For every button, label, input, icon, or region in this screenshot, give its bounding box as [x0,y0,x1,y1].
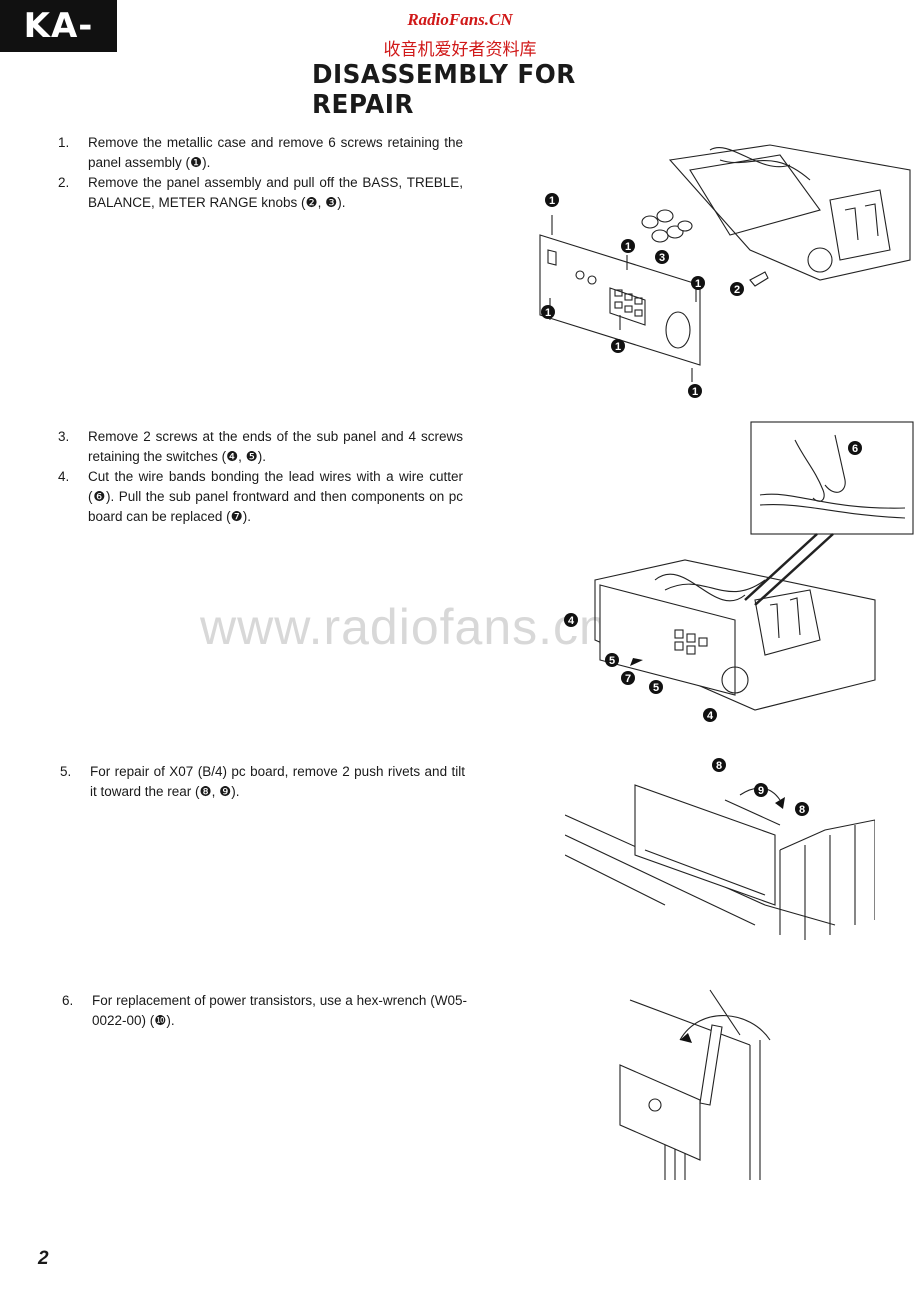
step-text: Cut the wire bands bonding the lead wire… [88,469,463,524]
step-number: 5. [60,764,72,779]
step-3: 3. Remove 2 screws at the ends of the su… [58,427,463,467]
step-text: Remove 2 screws at the ends of the sub p… [88,429,463,464]
page-title: DISASSEMBLY FOR REPAIR [312,60,576,120]
step-text: For repair of X07 (B/4) pc board, remove… [90,764,465,799]
callout-9: 9 [754,783,768,797]
svg-text:2: 2 [734,284,740,296]
callout-6: 6 [848,441,862,455]
step-number: 2. [58,175,70,190]
callout-1: 1 [545,193,559,207]
svg-text:4: 4 [707,710,714,722]
figure-hex-wrench [619,989,771,1180]
watermark-cn: 收音机爱好者资料库 [383,40,537,60]
callout-5: 5 [605,653,619,667]
callout-8: 8 [712,758,726,772]
figure-pc-board: 8 9 8 [565,758,875,940]
svg-text:8: 8 [799,804,805,816]
step-number: 4. [58,469,70,484]
callout-1: 1 [611,339,625,353]
callout-2: 2 [730,282,744,296]
svg-text:1: 1 [615,341,621,353]
svg-text:1: 1 [545,307,551,319]
callout-7: 7 [621,671,635,685]
callout-4: 4 [564,613,578,627]
svg-text:1: 1 [625,241,631,253]
svg-text:1: 1 [695,278,701,290]
callout-1: 1 [691,276,705,290]
callout-8: 8 [795,802,809,816]
callout-3: 3 [655,250,669,264]
step-5: 5. For repair of X07 (B/4) pc board, rem… [60,762,465,802]
page-number: 2 [38,1248,49,1269]
step-6: 6. For replacement of power transistors,… [62,991,467,1031]
step-4: 4. Cut the wire bands bonding the lead w… [58,467,463,527]
step-text: For replacement of power transistors, us… [92,993,467,1028]
figure-sub-panel: 6 4 5 7 5 4 [564,421,914,722]
callout-5: 5 [649,680,663,694]
knobs [641,209,693,243]
front-panel [539,234,701,366]
step-number: 1. [58,135,70,150]
svg-text:6: 6 [852,443,858,455]
svg-text:5: 5 [609,655,615,667]
svg-text:7: 7 [625,673,631,685]
step-number: 6. [62,993,74,1008]
step-number: 3. [58,429,70,444]
step-text: Remove the metallic case and remove 6 sc… [88,135,463,170]
callout-1: 1 [621,239,635,253]
svg-text:1: 1 [549,195,555,207]
svg-text:5: 5 [653,682,659,694]
model-tag: KA-94 [0,0,117,98]
callout-1: 1 [541,305,555,319]
svg-text:8: 8 [716,760,722,772]
svg-text:3: 3 [659,252,665,264]
callout-1: 1 [688,384,702,398]
watermark-site: RadioFans.CN [407,10,513,29]
inset-wire-cutter [750,421,914,535]
callout-4: 4 [703,708,717,722]
step-2: 2. Remove the panel assembly and pull of… [58,173,463,213]
step-1: 1. Remove the metallic case and remove 6… [58,133,463,173]
figure-panel-assembly: 1 1 1 3 1 2 1 1 [539,144,911,398]
step-text: Remove the panel assembly and pull off t… [88,175,463,210]
background-watermark: www.radiofans.cn [200,599,608,655]
svg-text:9: 9 [758,785,764,797]
svg-text:4: 4 [568,615,575,627]
svg-text:1: 1 [692,386,698,398]
